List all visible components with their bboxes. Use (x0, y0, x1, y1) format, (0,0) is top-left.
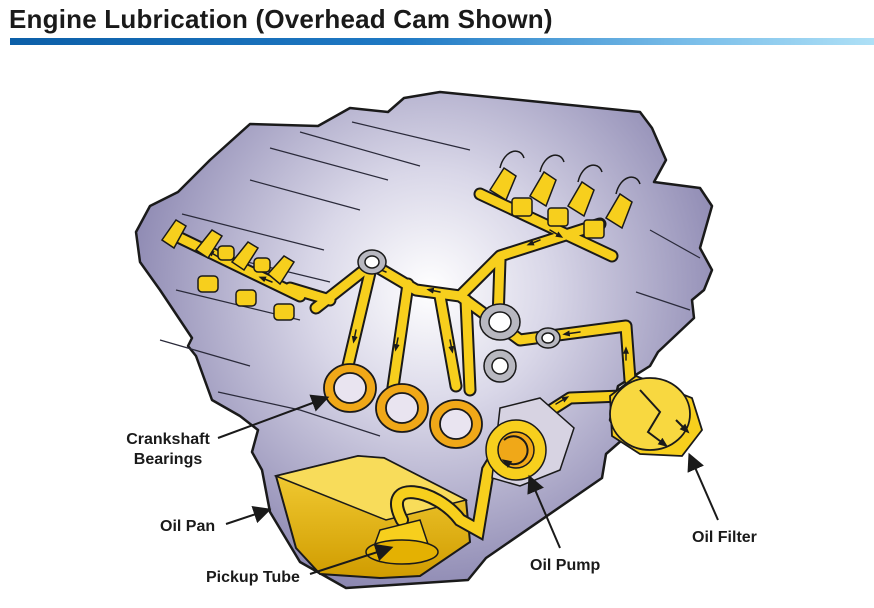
oil-filter-label: Oil Filter (692, 529, 757, 546)
left-valve-train (160, 218, 296, 321)
right-valve-train (488, 150, 641, 239)
oil-pump (485, 397, 575, 487)
oil-pan-label: Oil Pan (160, 518, 216, 535)
title-underline-bar (10, 38, 874, 45)
oil-pump-label: Oil Pump (530, 557, 601, 574)
crankshaft-bearings-label: Crankshaft Bearings (118, 430, 218, 470)
gray-seal-rings (357, 249, 561, 383)
block-shading-lines (159, 121, 701, 437)
pickup-tube-label: Pickup Tube (206, 569, 300, 586)
crankshaft-label-line2: Bearings (133, 451, 203, 468)
oil-filter (609, 374, 703, 457)
page-title: Engine Lubrication (Overhead Cam Shown) (9, 4, 553, 34)
crankshaft-label-line1: Crankshaft (126, 431, 210, 448)
crankshaft-bearing-rings (323, 363, 483, 449)
